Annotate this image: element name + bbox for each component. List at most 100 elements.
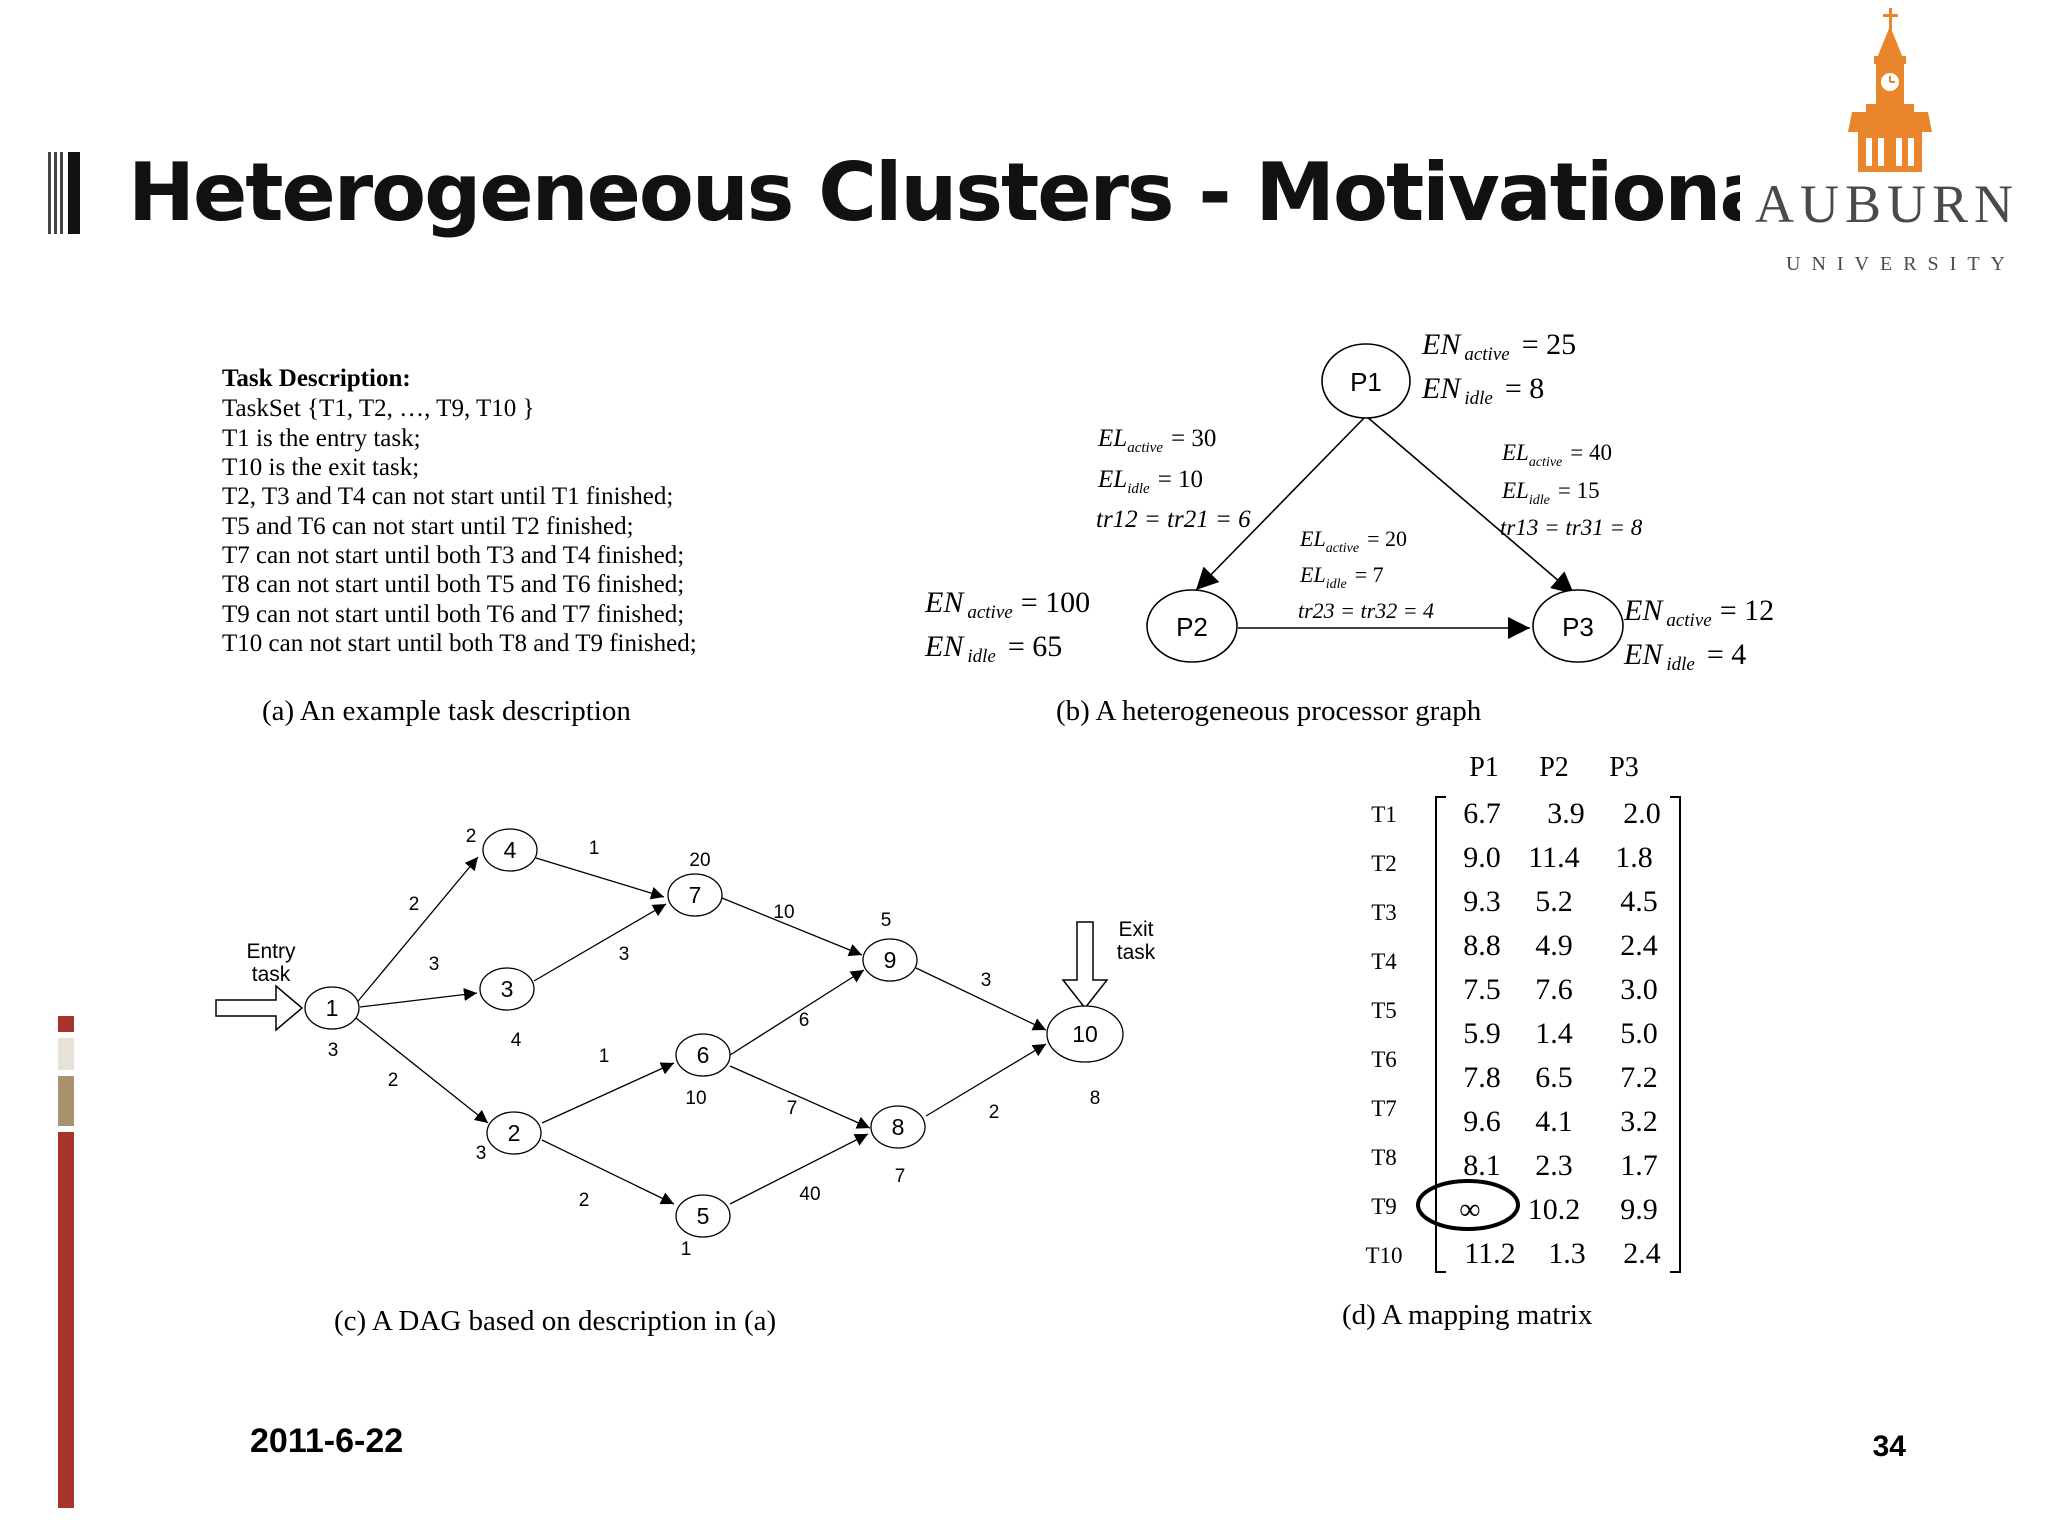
page-title: Heterogeneous Clusters - Motivational Ex… [128, 146, 2048, 239]
matrix-cell: 10.2 [1528, 1193, 1581, 1226]
matrix-cell: 2.4 [1623, 1237, 1661, 1270]
task-line: T10 is the exit task; [222, 454, 419, 481]
task-line: T1 is the entry task; [222, 425, 421, 452]
dag-node-1 [304, 986, 360, 1030]
matrix-cell: 8.1 [1463, 1149, 1501, 1182]
matrix-cell: 7.5 [1463, 973, 1501, 1006]
matrix-row-label: T7 [1371, 1096, 1397, 1121]
slide-number: 34 [1873, 1430, 1907, 1463]
svg-text:tr13 = tr31 = 8: tr13 = tr31 = 8 [1500, 515, 1643, 540]
processor-node-p3 [1532, 589, 1624, 663]
dag-node-weight: 20 [689, 850, 710, 871]
dag-edge-2-5 [541, 1139, 675, 1205]
matrix-cell: 2.0 [1623, 797, 1661, 830]
link-p2-p3-labels: ELactive= 20 ELidle= 7 tr23 = tr32 = 4 [1298, 526, 1434, 623]
dag-node-3 [479, 967, 535, 1011]
dag-edge-1-4 [353, 856, 479, 1007]
matrix-right-bracket [1670, 796, 1681, 1273]
dag-node-weight: 2 [466, 826, 477, 847]
dag-edge-5-8 [729, 1133, 869, 1205]
clock-tower-icon [1848, 8, 1932, 172]
dag-node-weight: 8 [1090, 1088, 1101, 1109]
matrix-left-bracket [1435, 796, 1446, 1273]
matrix-cell: 9.3 [1463, 885, 1501, 918]
dag-edge-weight: 6 [799, 1010, 810, 1031]
task-description-heading: Task Description: [222, 365, 411, 392]
auburn-logo: AUBURN UNIVERSITY [1740, 0, 2048, 290]
matrix-row-label: T5 [1371, 998, 1397, 1023]
exit-label: Exit [1118, 918, 1153, 941]
dag-node-label: 2 [508, 1120, 521, 1146]
task-line: T9 can not start until both T6 and T7 fi… [222, 601, 684, 628]
dag-edge-weight: 2 [409, 894, 420, 915]
link-p1-p2 [1195, 415, 1367, 591]
dag-node-label: 7 [689, 882, 702, 908]
matrix-col-header: P2 [1539, 752, 1569, 783]
task-line: TaskSet {T1, T2, …, T9, T10 } [222, 395, 535, 422]
matrix-cell: 7.2 [1620, 1061, 1658, 1094]
matrix-cell: 3.2 [1620, 1105, 1658, 1138]
matrix-cell: 9.9 [1620, 1193, 1658, 1226]
matrix-cell: 7.6 [1535, 973, 1573, 1006]
svg-text:ELidle= 7: ELidle= 7 [1299, 562, 1384, 592]
dag-edge-weight: 1 [599, 1046, 610, 1067]
dag-node-4 [482, 828, 538, 872]
exit-arrow-icon [1061, 921, 1109, 1010]
task-line: T2, T3 and T4 can not start until T1 fin… [222, 483, 673, 510]
matrix-cell: 3.9 [1547, 797, 1585, 830]
matrix-cell: 5.9 [1463, 1017, 1501, 1050]
caption-b: (b) A heterogeneous processor graph [1056, 695, 1482, 727]
dag-edge-weight: 7 [787, 1098, 798, 1119]
matrix-row-label: T10 [1365, 1243, 1402, 1268]
task-line: T10 can not start until both T8 and T9 f… [222, 630, 697, 657]
matrix-row-label: T3 [1371, 900, 1397, 925]
matrix-cell: 11.4 [1528, 841, 1579, 874]
dag-node-label: 9 [884, 947, 897, 973]
matrix-cell: 11.2 [1464, 1237, 1515, 1270]
entry-arrow-icon [215, 984, 304, 1032]
svg-text:ELidle= 10: ELidle= 10 [1097, 466, 1203, 497]
dag-node-9 [862, 938, 918, 982]
matrix-cell: 2.4 [1620, 929, 1658, 962]
task-dag: Entry task Exit task 1 2 3 4 5 6 7 8 9 1… [215, 826, 1156, 1337]
dag-node-10 [1046, 1005, 1124, 1063]
dag-edge-weight: 3 [429, 954, 440, 975]
matrix-row-label: T1 [1371, 802, 1397, 827]
dag-edge-weight: 2 [388, 1070, 399, 1091]
dag-node-weight: 10 [685, 1088, 706, 1109]
dag-edge-4-7 [535, 857, 665, 900]
processor-label: P2 [1176, 612, 1208, 642]
task-line: T7 can not start until both T3 and T4 fi… [222, 542, 684, 569]
matrix-cell: 4.5 [1620, 885, 1658, 918]
logo-subtitle: UNIVERSITY [1786, 253, 2016, 275]
matrix-cell: 4.1 [1535, 1105, 1573, 1138]
dag-node-weight: 3 [476, 1143, 487, 1164]
svg-text:ELactive= 30: ELactive= 30 [1097, 425, 1216, 456]
dag-node-weight: 7 [895, 1166, 906, 1187]
processor-node-p1 [1321, 343, 1411, 419]
matrix-cell: 3.0 [1620, 973, 1658, 1006]
dag-edge-9-10 [915, 967, 1047, 1031]
dag-node-label: 10 [1072, 1021, 1098, 1047]
caption-d: (d) A mapping matrix [1342, 1299, 1593, 1331]
dag-node-weight: 4 [511, 1030, 522, 1051]
dag-node-7 [667, 873, 723, 917]
link-p1-p2-labels: ELactive= 30 ELidle= 10 tr12 = tr21 = 6 [1096, 425, 1251, 533]
matrix-cell: 4.9 [1535, 929, 1573, 962]
matrix-cell: 7.8 [1463, 1061, 1501, 1094]
svg-text:ELidle= 15: ELidle= 15 [1501, 478, 1600, 508]
dag-edge-weight: 1 [589, 838, 600, 859]
svg-text:ELactive= 40: ELactive= 40 [1501, 440, 1612, 470]
matrix-cell: 1.8 [1615, 841, 1653, 874]
dag-edge-weight: 40 [799, 1184, 820, 1205]
svg-text:tr12 = tr21 = 6: tr12 = tr21 = 6 [1096, 506, 1251, 533]
matrix-cell: 5.0 [1620, 1017, 1658, 1050]
dag-edge-6-8 [729, 1065, 871, 1129]
dag-node-label: 5 [697, 1203, 710, 1229]
dag-node-weight: 1 [681, 1239, 692, 1260]
dag-node-label: 8 [892, 1114, 905, 1140]
